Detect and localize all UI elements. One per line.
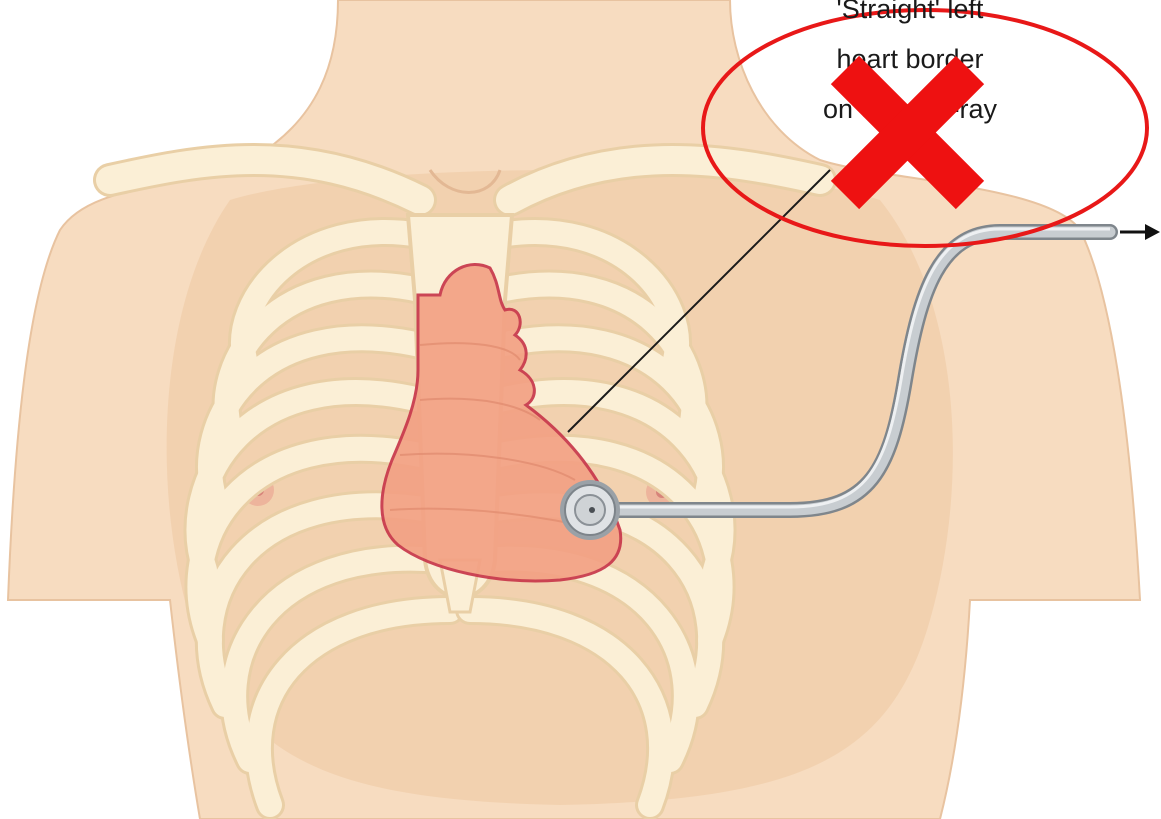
red-x-icon [825, 50, 990, 215]
annotation-line-1: 'Straight' left [760, 0, 1060, 24]
arrow-right-icon [1120, 224, 1160, 240]
